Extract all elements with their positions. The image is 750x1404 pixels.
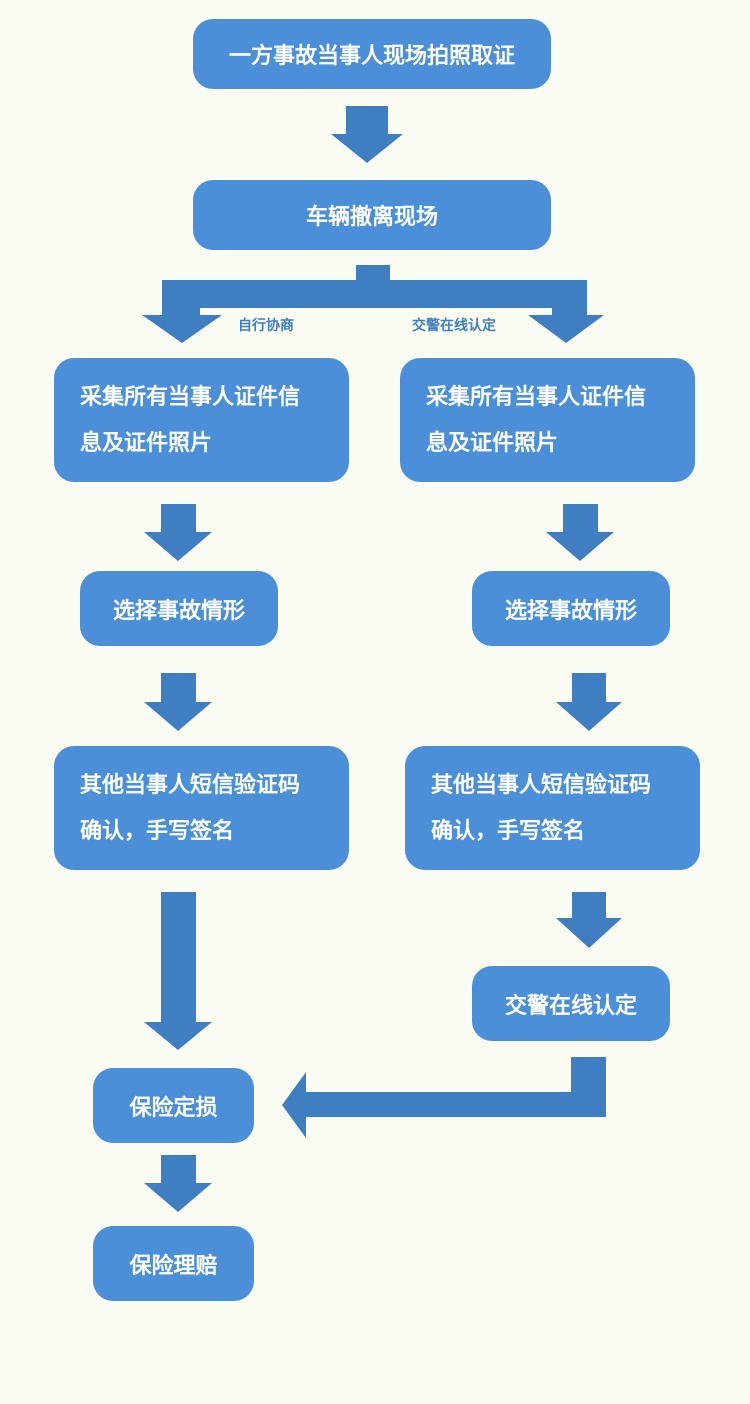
- left-confirm-node: 其他当事人短信验证码 确认，手写签名: [54, 746, 349, 870]
- police-confirm-label: 交警在线认定: [504, 993, 637, 1019]
- arrow-left-1: [144, 504, 212, 561]
- right-select-label: 选择事故情形: [504, 598, 637, 624]
- right-collect-node: 采集所有当事人证件信 息及证件照片: [400, 358, 695, 482]
- arrow-right-3: [556, 892, 622, 948]
- police-confirm-node: 交警在线认定: [472, 966, 670, 1041]
- branch-label-self-negotiation: 自行协商: [238, 318, 294, 334]
- arrow-right-1: [546, 504, 614, 561]
- left-select-node: 选择事故情形: [80, 571, 278, 646]
- right-confirm-line2: 确认，手写签名: [431, 819, 586, 844]
- left-collect-line1: 采集所有当事人证件信: [80, 385, 301, 410]
- branch-label-police-online: 交警在线认定: [412, 318, 496, 334]
- leave-scene-label: 车辆撤离现场: [305, 205, 438, 230]
- arrow-down-1: [331, 106, 403, 163]
- assessment-label: 保险定损: [129, 1095, 218, 1121]
- right-confirm-node: 其他当事人短信验证码 确认，手写签名: [405, 746, 700, 870]
- assessment-node: 保险定损: [93, 1068, 254, 1143]
- start-node: 一方事故当事人现场拍照取证: [193, 19, 551, 89]
- start-node-label: 一方事故当事人现场拍照取证: [228, 44, 515, 69]
- claim-label: 保险理赔: [129, 1253, 218, 1279]
- arrow-merge: [282, 1057, 606, 1138]
- claim-node: 保险理赔: [93, 1226, 254, 1301]
- left-select-label: 选择事故情形: [112, 598, 245, 624]
- arrow-left-3: [144, 892, 212, 1050]
- right-confirm-line1: 其他当事人短信验证码: [431, 773, 652, 798]
- arrow-right-2: [556, 673, 622, 731]
- left-collect-line2: 息及证件照片: [80, 431, 213, 456]
- arrow-fork: [142, 265, 604, 343]
- left-confirm-line2: 确认，手写签名: [80, 819, 235, 844]
- right-select-node: 选择事故情形: [472, 571, 670, 646]
- right-collect-line2: 息及证件照片: [426, 431, 559, 456]
- arrow-left-2: [144, 673, 212, 731]
- left-collect-node: 采集所有当事人证件信 息及证件照片: [54, 358, 349, 482]
- left-confirm-line1: 其他当事人短信验证码: [80, 773, 301, 798]
- leave-scene-node: 车辆撤离现场: [193, 180, 551, 250]
- right-collect-line1: 采集所有当事人证件信: [426, 385, 647, 410]
- arrow-left-4: [144, 1155, 212, 1212]
